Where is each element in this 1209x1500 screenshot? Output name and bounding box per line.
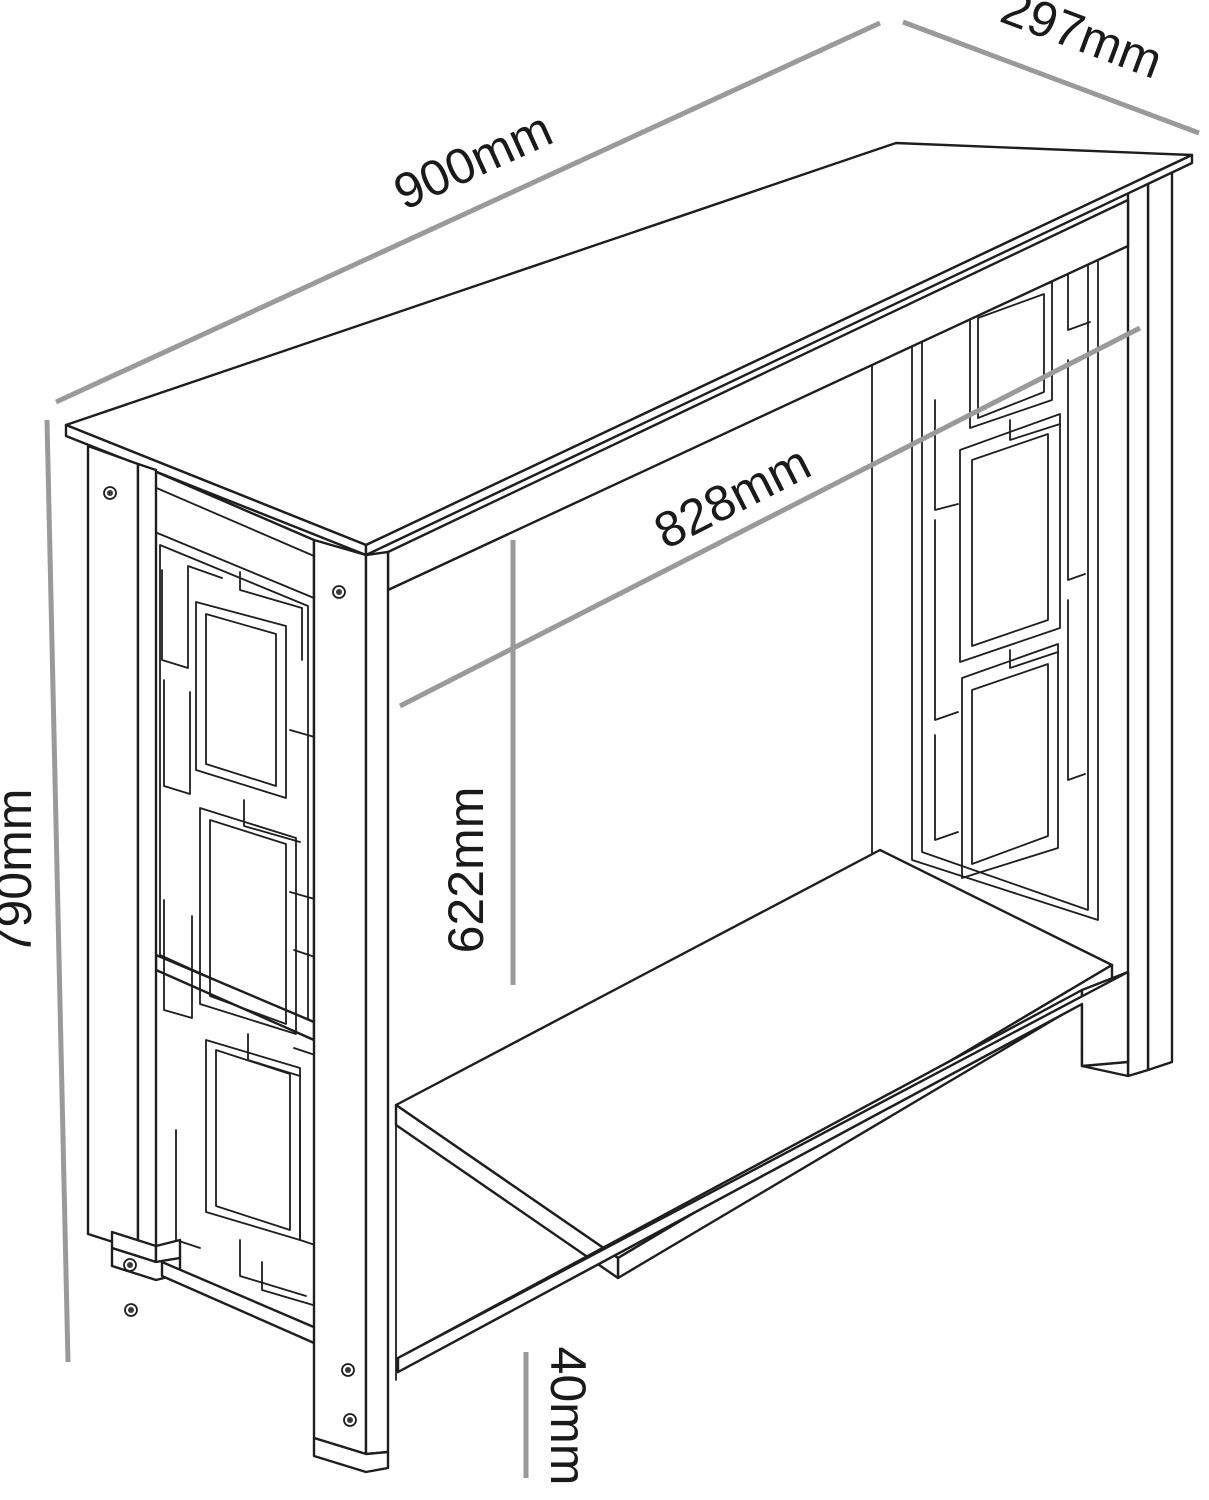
table-top — [64, 141, 1194, 557]
dimension-lines — [44, 19, 1200, 1478]
left-back-leg — [86, 444, 182, 1282]
inner-height-label: 622mm — [438, 787, 494, 954]
screw-icon — [123, 1258, 137, 1272]
foot-height-label: 40mm — [540, 1347, 596, 1486]
right-lattice — [934, 269, 1091, 879]
bottom-stretcher — [160, 1260, 332, 1352]
back-right-leg — [1126, 168, 1174, 1078]
inner-width-dimension-line — [398, 325, 1142, 709]
screw-icon — [103, 486, 117, 500]
front-left-leg — [312, 538, 390, 1474]
length-label: 900mm — [385, 100, 560, 220]
screws — [103, 486, 357, 1427]
screw-icon — [124, 1303, 138, 1317]
height-label: 790mm — [0, 789, 42, 956]
right-side-panel — [911, 249, 1099, 921]
depth-label: 297mm — [994, 0, 1170, 89]
height-dimension-line — [44, 419, 71, 1363]
screw-icon — [332, 585, 346, 599]
depth-dimension-line — [902, 19, 1200, 136]
screw-icon — [341, 1363, 355, 1377]
screw-icon — [343, 1413, 357, 1427]
length-dimension-line — [54, 20, 882, 405]
front-bottom-rail — [396, 970, 1130, 1374]
